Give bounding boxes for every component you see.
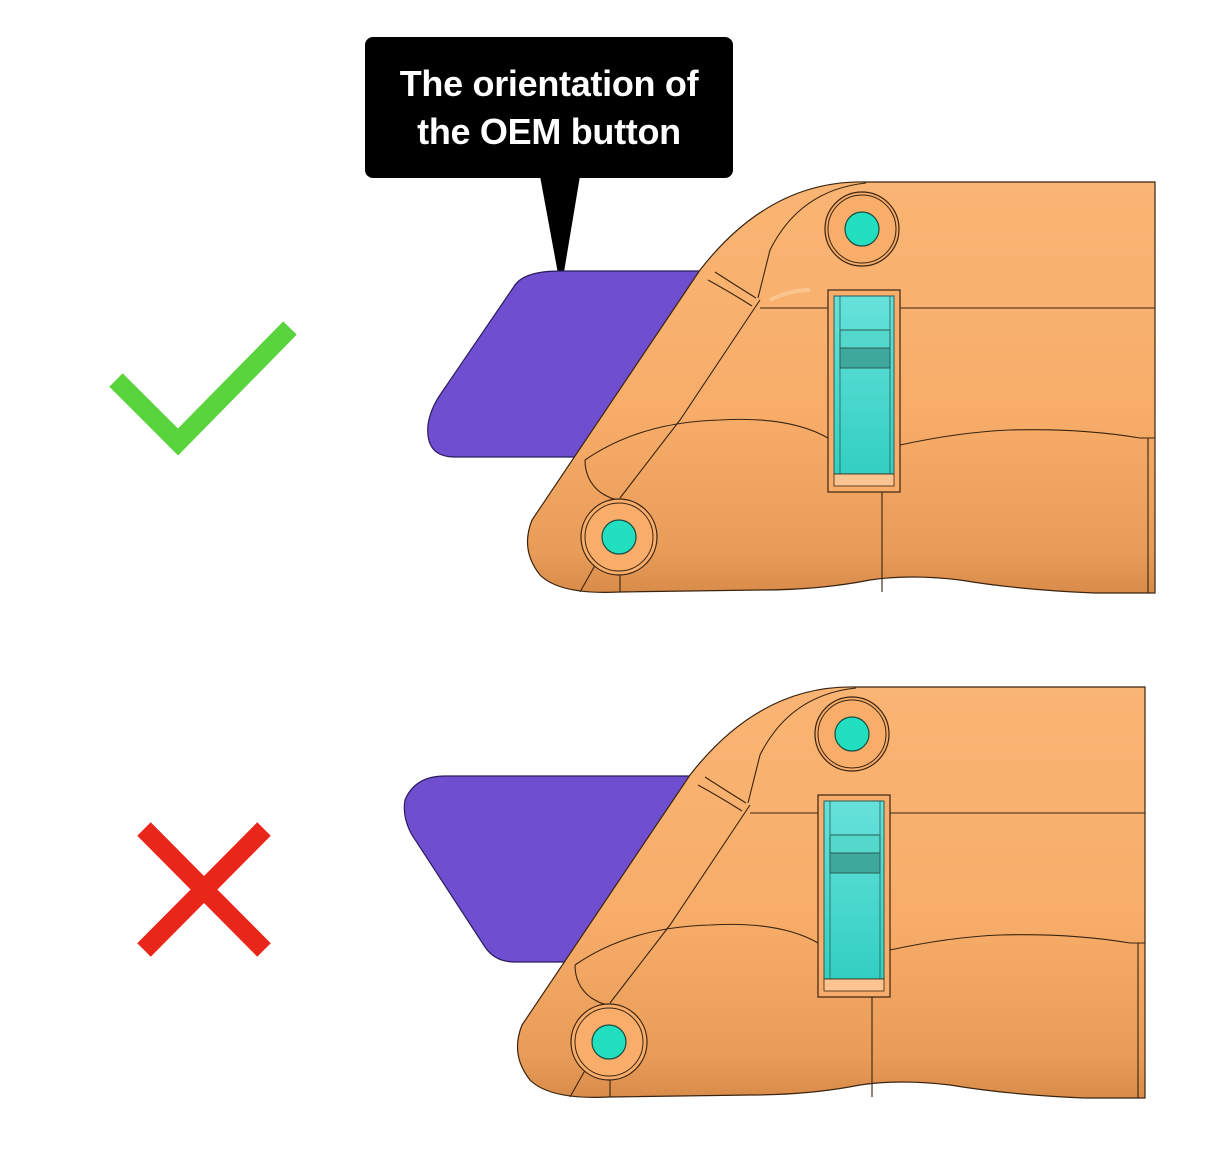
panel-correct [109, 181, 1156, 594]
callout-pointer [540, 176, 580, 290]
callout-label: The orientation of the OEM button [365, 37, 733, 178]
screw-boss-top [824, 191, 900, 267]
button-slot [827, 289, 901, 493]
callout-line-1: The orientation of [399, 62, 699, 104]
screw-boss-bottom [570, 1003, 648, 1081]
callout-line-2: the OEM button [417, 110, 681, 152]
oem-button-shape [427, 270, 722, 458]
check-mark-icon [109, 321, 297, 456]
oem-button-shape [403, 775, 712, 963]
cross-mark-icon [137, 822, 271, 957]
housing-seams [569, 687, 1145, 1098]
screw-boss-top [814, 696, 890, 772]
panel-incorrect [137, 686, 1146, 1099]
screw-boss-bottom [580, 498, 658, 576]
button-slot [817, 794, 891, 998]
